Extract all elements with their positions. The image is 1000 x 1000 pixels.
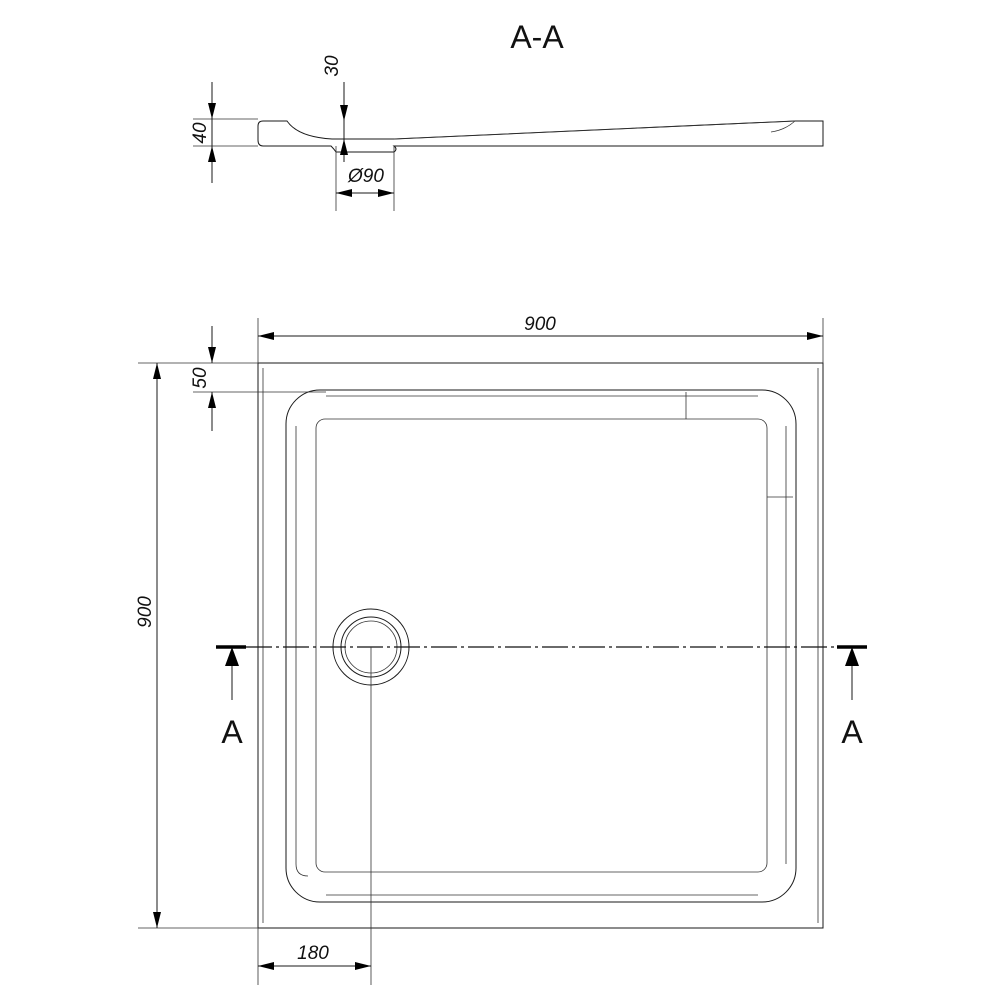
arrow-rim-top <box>208 347 216 363</box>
basin-outer <box>285 389 797 903</box>
section-title: A-A <box>510 19 564 55</box>
section-arrow-left-head <box>225 647 239 666</box>
arrow-offset-left <box>258 962 274 970</box>
dim-drain-diameter: Ø90 <box>347 166 384 187</box>
dim-width: 900 <box>524 314 556 335</box>
arrow-width-left <box>258 332 274 340</box>
profile-inner-line <box>393 120 796 140</box>
dim-depth: 30 <box>322 55 343 77</box>
arrow-offset-right <box>355 962 371 970</box>
dim-rim: 50 <box>190 367 211 389</box>
profile-right-edge <box>770 120 796 133</box>
arrow-depth-top <box>340 105 348 121</box>
arrow-rim-bottom <box>208 392 216 408</box>
arrow-width-right <box>807 332 823 340</box>
basin-wall-left <box>295 426 309 877</box>
arrow-down <box>208 103 216 119</box>
dim-drain-offset: 180 <box>297 943 329 964</box>
section-arrow-right-head <box>845 647 859 666</box>
dim-tray-height: 40 <box>190 122 211 144</box>
basin-floor <box>315 418 768 873</box>
section-marker-left: A <box>221 714 243 750</box>
arrow-up <box>208 146 216 162</box>
tray-outline <box>257 362 824 929</box>
plan-view: A A 900 900 50 180 <box>135 314 867 985</box>
tray-profile <box>257 120 824 153</box>
section-marker-right: A <box>841 714 863 750</box>
arrow-drain-left <box>336 189 352 197</box>
arrow-length-top <box>153 363 161 379</box>
section-view: A-A 40 30 Ø90 <box>190 19 824 211</box>
dim-length: 900 <box>135 596 156 628</box>
arrow-depth-bottom <box>340 139 348 155</box>
arrow-length-bottom <box>153 912 161 928</box>
arrow-drain-right <box>378 189 394 197</box>
